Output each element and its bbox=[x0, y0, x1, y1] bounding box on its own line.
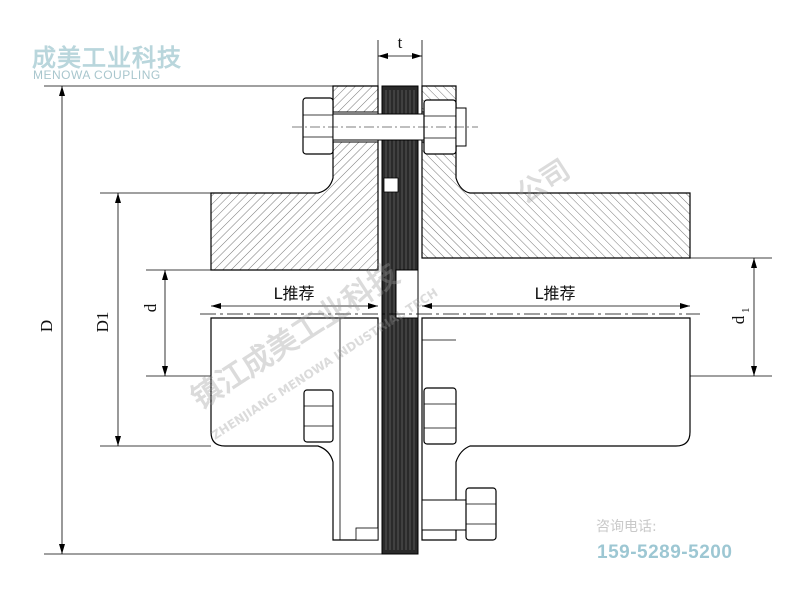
dim-D-label: D bbox=[37, 320, 56, 332]
brand-logo-en: MENOWA COUPLING bbox=[33, 68, 161, 82]
dim-t-label: t bbox=[398, 33, 403, 52]
consult-label: 咨询电话: bbox=[596, 519, 657, 535]
brand-logo-cn: 成美工业科技 bbox=[32, 44, 182, 72]
diaphragm-pack bbox=[381, 85, 419, 555]
right-hub-view bbox=[421, 317, 691, 541]
dimension-lines bbox=[44, 40, 772, 555]
bottom-right-bolt bbox=[355, 487, 497, 541]
top-bolt bbox=[292, 97, 478, 155]
middle-right-nut bbox=[423, 387, 457, 445]
dim-d-label: d bbox=[141, 303, 160, 312]
dim-L-left-label: L推荐 bbox=[274, 284, 315, 303]
dim-L-right-label: L推荐 bbox=[535, 284, 576, 303]
svg-text:d: d bbox=[729, 315, 748, 324]
dim-D1-label: D1 bbox=[93, 312, 112, 333]
svg-text:1: 1 bbox=[740, 308, 752, 314]
lower-left-bolt bbox=[303, 389, 334, 443]
dim-d1-label: d 1 bbox=[729, 308, 752, 325]
phone-number: 159-5289-5200 bbox=[597, 542, 733, 563]
left-hub-view bbox=[210, 317, 379, 541]
dimension-arrows bbox=[59, 53, 757, 554]
